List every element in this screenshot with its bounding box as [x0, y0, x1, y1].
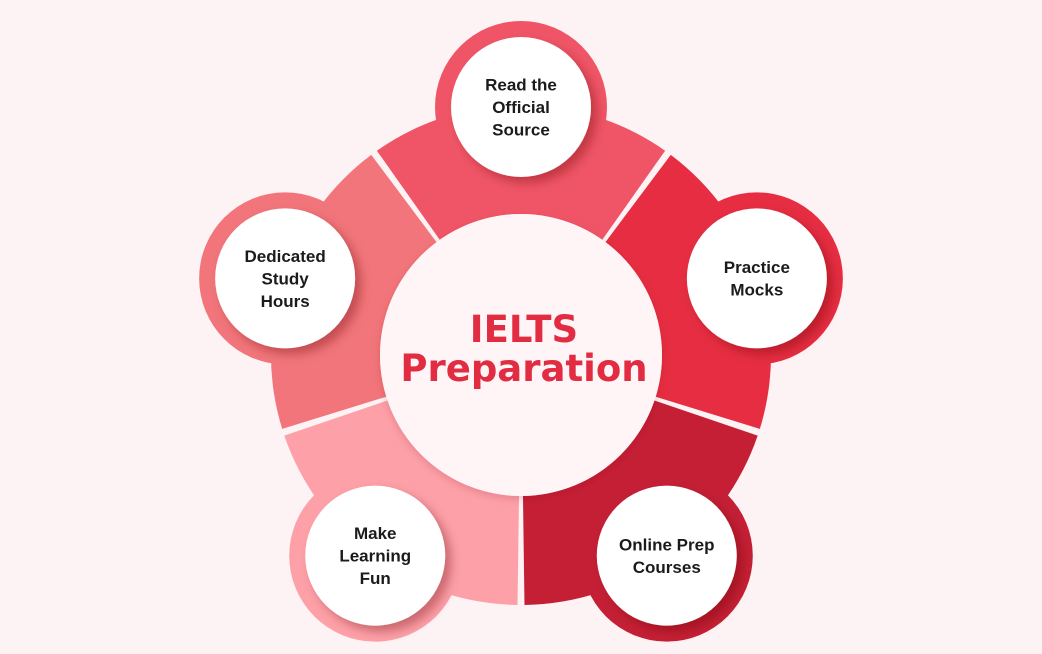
node-label-practice-mocks-line-1: Practice: [724, 258, 790, 277]
node-label-make-learning-fun-line-1: Make: [354, 524, 397, 543]
node-label-read-official-source-line-1: Read the: [485, 76, 557, 95]
node-label-read-official-source-line-2: Official: [492, 98, 550, 117]
nodes-layer: Read theOfficialSourcePracticeMocksOnlin…: [215, 37, 827, 626]
center-title: IELTS Preparation: [400, 308, 647, 390]
node-label-online-prep-courses-line-2: Courses: [633, 558, 701, 577]
center-title-line-2: Preparation: [400, 347, 647, 390]
node-label-read-official-source-line-3: Source: [492, 121, 550, 140]
node-label-make-learning-fun-line-2: Learning: [339, 547, 411, 566]
center-title-line-1: IELTS: [470, 308, 578, 351]
node-label-dedicated-study-hours-line-3: Hours: [261, 292, 310, 311]
node-label-dedicated-study-hours-line-2: Study: [262, 269, 310, 288]
node-label-practice-mocks-line-2: Mocks: [730, 281, 783, 300]
node-circle-online-prep-courses: [596, 485, 737, 626]
node-label-online-prep-courses-line-1: Online Prep: [619, 535, 714, 554]
node-label-dedicated-study-hours-line-1: Dedicated: [245, 247, 326, 266]
node-circle-dedicated-study-hours: [215, 208, 356, 349]
node-circle-read-official-source: [451, 37, 591, 177]
node-circle-make-learning-fun: [305, 485, 446, 626]
node-label-make-learning-fun-line-3: Fun: [360, 569, 391, 588]
center-circle: [380, 214, 662, 496]
node-circle-practice-mocks: [686, 208, 827, 349]
